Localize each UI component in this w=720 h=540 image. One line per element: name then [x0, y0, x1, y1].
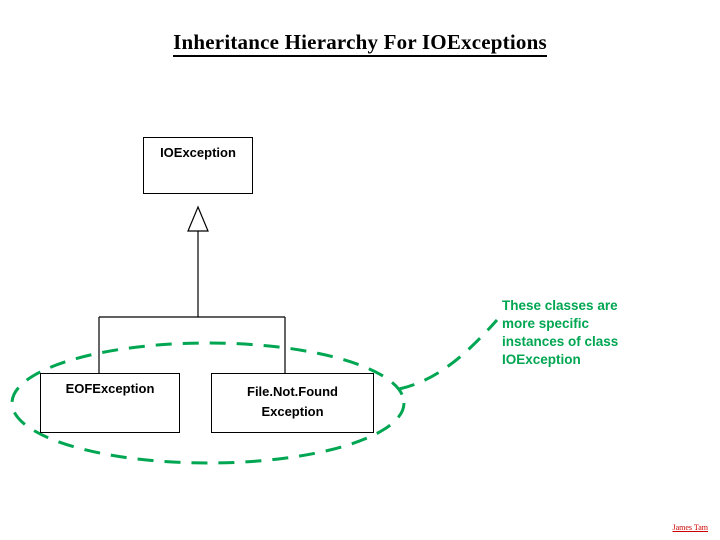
- class-box-ioexception[interactable]: IOException: [143, 137, 253, 194]
- generalization-arrowhead: [187, 205, 209, 232]
- annotation-line-4: IOException: [502, 352, 581, 367]
- class-box-filenotfoundexception[interactable]: File.Not.Found Exception: [211, 373, 374, 433]
- highlight-ellipse: [10, 341, 406, 465]
- class-box-eofexception-label: EOFException: [65, 381, 155, 396]
- class-box-eofexception[interactable]: EOFException: [40, 373, 180, 433]
- annotation-leader-line: [398, 318, 499, 391]
- page-title-text: Inheritance Hierarchy For IOExceptions: [173, 30, 547, 57]
- class-box-ioexception-label: IOException: [160, 145, 236, 160]
- annotation-line-1: These classes are: [502, 298, 618, 313]
- annotation-text: These classes are more specific instance…: [502, 297, 652, 369]
- annotation-line-3: instances of class: [502, 334, 619, 349]
- annotation-line-2: more specific: [502, 316, 590, 331]
- page-title: Inheritance Hierarchy For IOExceptions: [0, 30, 720, 57]
- class-box-filenotfoundexception-label-line2: Exception: [261, 404, 324, 419]
- class-box-filenotfoundexception-label-line1: File.Not.Found: [247, 384, 338, 399]
- footer-credit[interactable]: James Tam: [672, 523, 708, 532]
